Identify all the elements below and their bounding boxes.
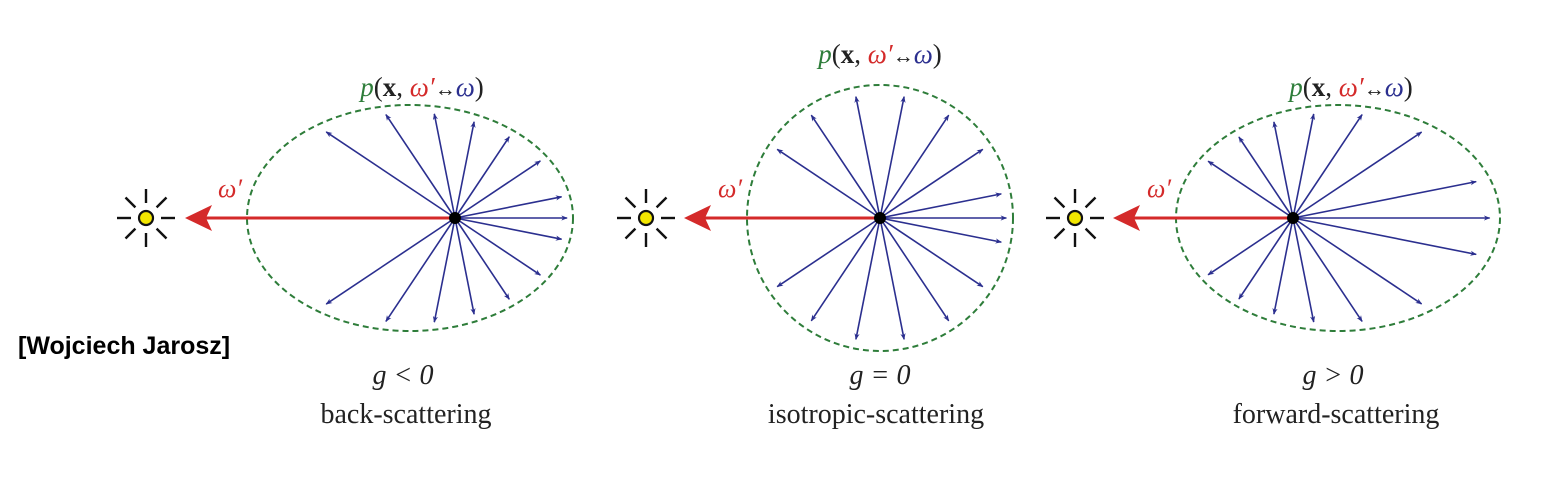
scatter-direction-arrow — [1292, 113, 1316, 219]
scatter-direction-arrow — [1292, 180, 1477, 219]
scatter-direction-arrow — [776, 148, 881, 219]
scatter-direction-arrow — [879, 96, 906, 219]
scatter-direction-arrow — [454, 136, 510, 219]
scatter-direction-arrow — [432, 113, 456, 219]
panel-isotropic-scattering: ω′ p(x, ω′↔ω) — [617, 39, 1014, 352]
scatter-direction-arrow — [1272, 217, 1294, 315]
scatter-direction-arrow — [385, 217, 456, 322]
scattering-point-icon — [1287, 212, 1299, 224]
scatter-direction-arrow — [454, 217, 541, 276]
scatter-direction-arrow — [1207, 217, 1294, 276]
g-value-label: g > 0 — [1302, 360, 1364, 391]
scatter-direction-arrow — [879, 217, 1002, 244]
phase-function-label: p(x, ω′↔ω) — [358, 72, 484, 102]
scatter-direction-arrow — [854, 96, 881, 219]
sun-ray — [655, 227, 668, 240]
scatter-direction-arrow — [454, 195, 563, 219]
scatter-arrows — [1207, 113, 1491, 323]
scatter-direction-arrow — [325, 131, 456, 219]
scatter-direction-arrow — [879, 217, 950, 322]
sun-ray — [624, 227, 637, 240]
scatter-direction-arrow — [325, 217, 456, 305]
sun-core — [637, 209, 655, 227]
sun-light-source-icon — [617, 189, 675, 247]
scattering-type-label: back-scattering — [320, 399, 492, 430]
scattering-point-icon — [449, 212, 461, 224]
scatter-direction-arrow — [1292, 114, 1363, 219]
scatter-direction-arrow — [1207, 160, 1294, 219]
incoming-direction-label: ω′ — [718, 174, 742, 203]
phase-function-ellipse — [246, 104, 574, 332]
scatter-arrows — [776, 96, 1008, 340]
sun-core — [137, 209, 155, 227]
sun-ray — [155, 227, 168, 240]
sun-ray — [1084, 227, 1097, 240]
incoming-arrowhead-icon — [684, 205, 711, 231]
scatter-direction-arrow — [454, 217, 510, 300]
scatter-direction-arrow — [1292, 217, 1423, 305]
scatter-direction-arrow — [810, 217, 881, 322]
g-value-label: g = 0 — [849, 360, 911, 391]
sun-ray — [1053, 227, 1066, 240]
incoming-direction-label: ω′ — [218, 174, 242, 203]
scatter-direction-arrow — [1292, 217, 1316, 323]
credit-label: [Wojciech Jarosz] — [18, 332, 231, 360]
scatter-direction-arrow — [1238, 217, 1294, 300]
phase-function-label: p(x, ω′↔ω) — [816, 39, 942, 69]
sun-ray — [1084, 196, 1097, 209]
sun-core — [1066, 209, 1084, 227]
scatter-direction-arrow — [879, 217, 906, 340]
panel-forward-scattering: ω′ p(x, ω′↔ω) — [1046, 72, 1501, 332]
scattering-point-icon — [874, 212, 886, 224]
scatter-direction-arrow — [1272, 121, 1294, 219]
sun-ray — [1053, 196, 1066, 209]
sun-ray — [124, 196, 137, 209]
scatter-direction-arrow — [879, 192, 1002, 219]
scatter-direction-arrow — [454, 217, 476, 315]
scatter-direction-arrow — [1292, 217, 1363, 322]
scatter-direction-arrow — [385, 114, 456, 219]
scatter-direction-arrow — [432, 217, 456, 323]
scatter-direction-arrow — [879, 114, 950, 219]
incoming-arrowhead-icon — [185, 205, 212, 231]
scatter-arrows — [325, 113, 568, 323]
scattering-type-label: isotropic-scattering — [767, 399, 985, 430]
g-value-label: g < 0 — [372, 360, 434, 391]
phase-function-label: p(x, ω′↔ω) — [1287, 72, 1413, 102]
sun-ray — [124, 227, 137, 240]
sun-ray — [624, 196, 637, 209]
scatter-direction-arrow — [776, 217, 881, 288]
sun-light-source-icon — [117, 189, 175, 247]
scatter-direction-arrow — [810, 114, 881, 219]
sun-ray — [155, 196, 168, 209]
panel-back-scattering: ω′ p(x, ω′↔ω) — [117, 72, 574, 332]
scatter-direction-arrow — [1292, 217, 1477, 256]
phase-function-circle — [746, 84, 1014, 352]
sun-ray — [655, 196, 668, 209]
scatter-direction-arrow — [454, 121, 476, 219]
scatter-direction-arrow — [454, 217, 563, 241]
scatter-direction-arrow — [854, 217, 881, 340]
scatter-direction-arrow — [454, 160, 541, 219]
scatter-direction-arrow — [1238, 136, 1294, 219]
sun-light-source-icon — [1046, 189, 1104, 247]
incoming-arrowhead-icon — [1113, 205, 1140, 231]
scatter-direction-arrow — [879, 148, 984, 219]
scatter-direction-arrow — [879, 217, 984, 288]
incoming-direction-label: ω′ — [1147, 174, 1171, 203]
scattering-type-label: forward-scattering — [1232, 399, 1440, 430]
scatter-direction-arrow — [1292, 131, 1423, 219]
